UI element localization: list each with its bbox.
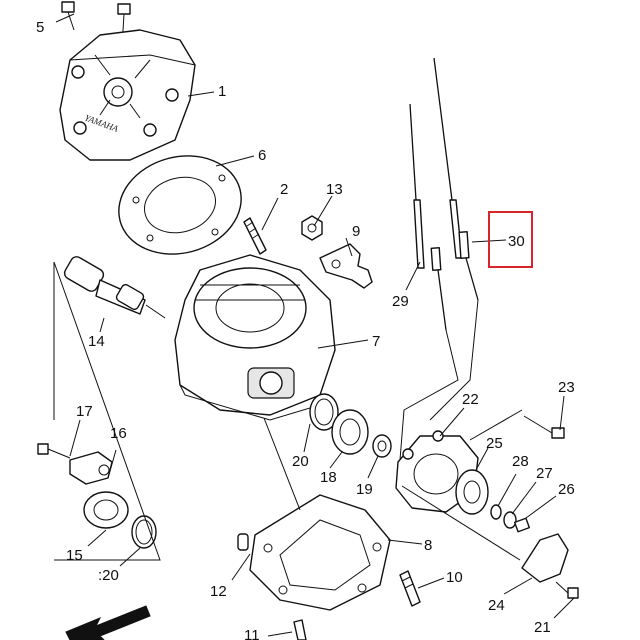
- front-direction-arrow: [65, 605, 151, 640]
- callout-15: 15: [66, 547, 83, 564]
- callout-1: 1: [218, 83, 226, 100]
- part-25-pulley: [455, 469, 489, 515]
- callout-17: 17: [76, 403, 93, 420]
- part-19-washer: [372, 434, 392, 458]
- part-24-bolt: [555, 581, 579, 599]
- callout-19: 19: [356, 481, 373, 498]
- part-29-cable: [409, 103, 447, 331]
- part-26-bolt: [513, 517, 531, 533]
- part-20b-oring: [131, 515, 157, 549]
- part-23-cover: [521, 533, 569, 583]
- part-14-actuator: [63, 256, 166, 319]
- part-11-stud: [293, 619, 307, 640]
- part-17-bolt: [37, 443, 71, 459]
- callout-8: 8: [424, 537, 432, 554]
- callout-7: 7: [372, 333, 380, 350]
- part-5-bolt: [61, 1, 75, 31]
- callout-leaders: [55, 13, 575, 637]
- callout-11: 11: [244, 627, 260, 640]
- callout-22: 23: [558, 379, 575, 396]
- callout-29: 29: [392, 293, 409, 310]
- assembly-guide-lines: [53, 261, 523, 561]
- callout-30: 30: [508, 233, 525, 250]
- part-10-stud: [399, 570, 421, 607]
- callout-10: 10: [446, 569, 463, 586]
- callout-25: 25: [486, 435, 503, 452]
- callout-21: 22: [462, 391, 479, 408]
- part-2-stud: [243, 217, 267, 255]
- callout-9: 9: [352, 223, 360, 240]
- part-16-bracket: [69, 451, 113, 485]
- part-1-cylinder-head: YAMAHA: [59, 29, 196, 161]
- part-13-nut: [301, 215, 323, 241]
- callout-24: 21: [534, 619, 551, 636]
- part-12-dowel: [237, 533, 249, 551]
- callout-16: 16: [110, 425, 127, 442]
- callout-18: 18: [320, 469, 337, 486]
- callout-20b: :20: [98, 567, 119, 584]
- part-27-washer: [503, 511, 517, 529]
- part-28-washer: [490, 504, 502, 520]
- callout-5: 5: [36, 19, 44, 36]
- part-6-head-gasket: [118, 155, 242, 255]
- part-18-bushing: [331, 409, 369, 455]
- part-30-cable: [433, 57, 479, 301]
- callout-13: 13: [326, 181, 343, 198]
- part-22-bolt: [523, 415, 565, 439]
- part-8-base-gasket: [249, 494, 391, 611]
- callout-23: 24: [488, 597, 505, 614]
- callout-20a: 20: [292, 453, 309, 470]
- callout-12: 12: [210, 583, 227, 600]
- part-20a-oring: [309, 393, 339, 431]
- callout-2: 2: [280, 181, 288, 198]
- callout-14: 14: [88, 333, 105, 350]
- callout-labels: 5 1 6 2 13 9 14 7 29 17 16 15 :20 20 18 …: [36, 19, 575, 640]
- callout-6: 6: [258, 147, 266, 164]
- callout-26: 26: [558, 481, 575, 498]
- part-9-bracket: [319, 243, 373, 289]
- callout-28: 28: [512, 453, 529, 470]
- part-7-cylinder: [174, 254, 336, 421]
- callout-27: 27: [536, 465, 553, 482]
- part-15-sleeve: [83, 491, 129, 529]
- callout-30-highlight-box: [488, 211, 533, 268]
